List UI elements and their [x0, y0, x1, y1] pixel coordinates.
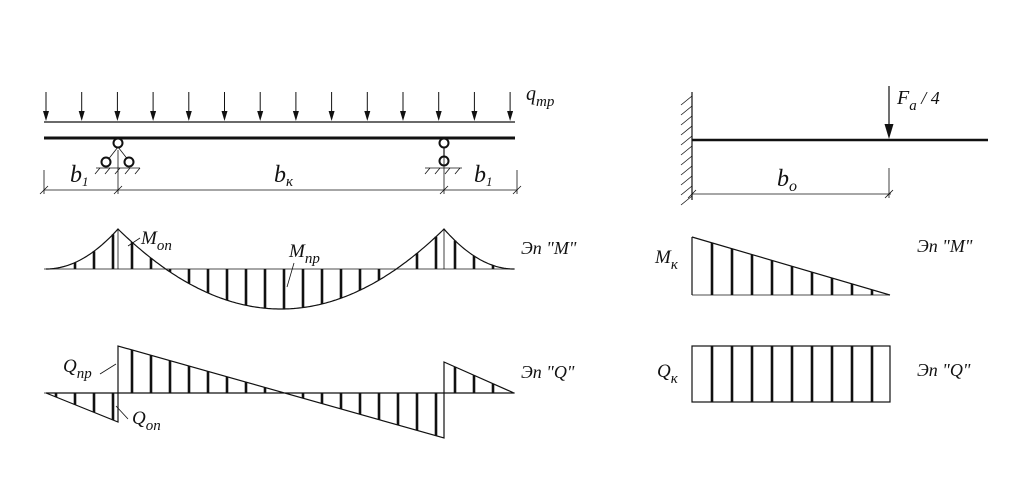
wall-hatch-line — [680, 195, 693, 206]
q-on-leader — [115, 405, 129, 420]
load-arrow-head — [435, 111, 442, 121]
m-np-leader — [286, 262, 295, 288]
distributed-load — [43, 92, 514, 121]
load-arrow-head — [221, 111, 228, 121]
load-arrow-head — [364, 111, 371, 121]
wall-hatch-line — [680, 115, 693, 126]
load-arrow-head — [78, 111, 85, 121]
load-arrow-head — [507, 111, 514, 121]
q-np-label: Qnp — [63, 356, 92, 382]
left-shear-diagram: Qnp Qon Эп "Q" — [44, 345, 575, 439]
wall-hatch-line — [680, 105, 693, 116]
force-label: Fa / 4 — [896, 87, 940, 114]
moment-caption-right: Эп "M" — [917, 236, 973, 256]
load-label: qmp — [526, 83, 555, 110]
left-support — [94, 137, 141, 175]
right-shear-hatching — [710, 346, 874, 402]
wall-hatching — [680, 95, 693, 206]
shear-caption-left: Эп "Q" — [521, 362, 575, 382]
shear-outline — [45, 345, 515, 439]
wall-hatch-line — [680, 95, 693, 106]
left-beam-scheme: qmp — [39, 83, 555, 195]
right-moment-line — [691, 236, 891, 296]
m-np-label: Mnp — [288, 241, 320, 267]
load-arrow-head — [257, 111, 264, 121]
load-arrow-head — [471, 111, 478, 121]
q-np-leader — [99, 363, 117, 375]
load-arrow-head — [43, 111, 49, 121]
dim-b1-right: b1 — [474, 162, 493, 189]
wall-hatch-line — [680, 135, 693, 146]
wall-hatch-line — [680, 185, 693, 196]
wall-hatch-line — [680, 165, 693, 176]
shear-caption-right: Эп "Q" — [917, 360, 971, 380]
left-dimension-line — [39, 150, 522, 195]
wall-hatch-line — [680, 145, 693, 156]
q-k-label: Qк — [657, 361, 679, 387]
right-shear-diagram: Qк Эп "Q" — [657, 345, 971, 403]
load-arrow-head — [150, 111, 157, 121]
shear-hatching — [54, 349, 495, 436]
load-arrow-head — [114, 111, 121, 121]
dim-b1-left: b1 — [70, 162, 89, 189]
right-moment-hatching — [710, 242, 874, 295]
wall-hatch-line — [680, 125, 693, 136]
dim-bk: bк — [274, 162, 294, 190]
load-arrow-head — [292, 111, 299, 121]
right-moment-diagram: Mк Эп "M" — [654, 236, 973, 296]
moment-curve — [46, 228, 514, 310]
right-cantilever-scheme: Fa / 4 bo — [680, 86, 988, 206]
dim-bo: bo — [777, 166, 797, 195]
wall-hatch-line — [680, 175, 693, 186]
load-arrow-head — [185, 111, 192, 121]
m-on-leader — [127, 237, 141, 247]
right-dimension-line — [687, 168, 894, 199]
left-moment-diagram: Mon Mnp Эп "M" — [44, 228, 577, 310]
load-arrow-head — [400, 111, 406, 121]
m-on-label: Mon — [140, 228, 172, 254]
q-on-label: Qon — [132, 408, 161, 434]
moment-caption-left: Эп "M" — [521, 238, 577, 258]
moment-hatching — [73, 229, 495, 309]
load-arrow-head — [328, 111, 335, 121]
m-k-label: Mк — [654, 247, 679, 273]
wall-hatch-line — [680, 155, 693, 166]
right-support — [424, 137, 462, 175]
force-arrow — [884, 86, 894, 139]
